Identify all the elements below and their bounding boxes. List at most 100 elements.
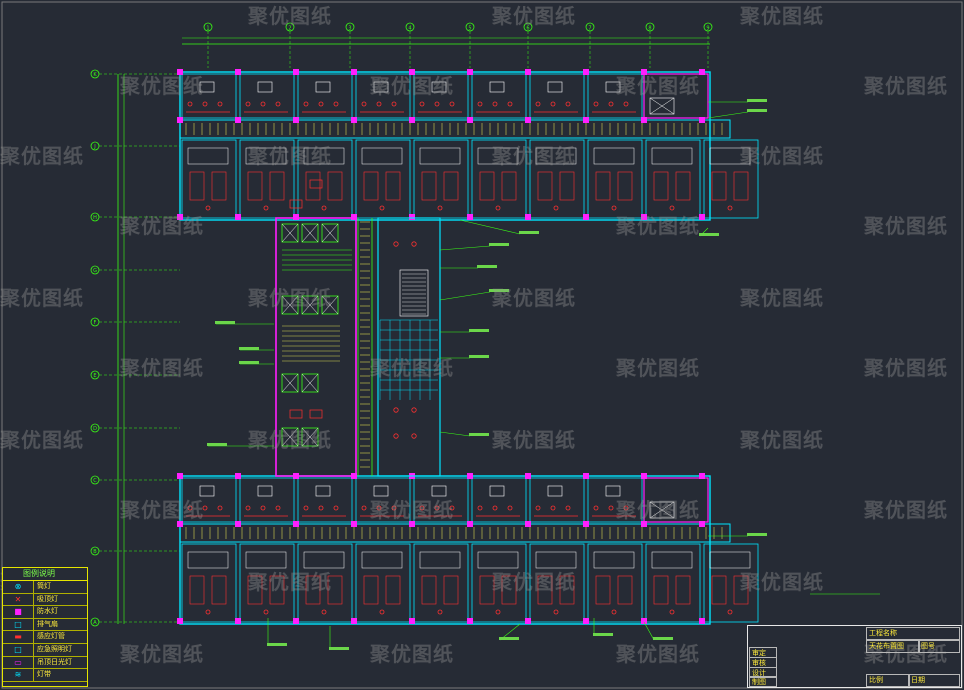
structural-column <box>351 521 357 527</box>
light-panel <box>289 199 303 209</box>
downlight-icon <box>550 101 556 107</box>
legend-rows: ⊗筒灯✕吸顶灯■防水灯□排气扇▬感应灯管□应急照明灯▭吊顶日光灯≋灯带 <box>3 581 87 682</box>
structural-column <box>699 473 705 479</box>
bed-light-panel <box>421 171 437 201</box>
annotation-text-mark <box>747 99 767 102</box>
light-panel <box>309 179 323 189</box>
legend-item: ▬感应灯管 <box>3 631 87 644</box>
column-grid-label: 8 <box>648 26 651 32</box>
elevator-cross <box>301 295 319 315</box>
downlight-icon <box>187 505 193 511</box>
ward-room <box>703 139 759 219</box>
legend-item: ⊗筒灯 <box>3 581 87 594</box>
ward-room <box>413 139 469 219</box>
legend-item: □排气扇 <box>3 618 87 632</box>
bed-light-panel <box>189 171 205 201</box>
ward-room <box>529 477 585 523</box>
bathroom-block <box>535 551 577 569</box>
structural-column <box>583 69 589 75</box>
row-grid-label: B <box>93 549 97 555</box>
elevator-cab <box>301 295 319 315</box>
elevator-cab <box>321 223 339 243</box>
legend-symbol-icon: ▭ <box>3 656 34 669</box>
ward-room <box>297 543 353 623</box>
bathroom-block <box>361 147 403 165</box>
bed-light-panel <box>617 171 633 201</box>
downlight-icon <box>727 609 733 615</box>
corridor <box>179 523 731 543</box>
ward-room <box>529 543 585 623</box>
annotation-leader <box>643 621 655 641</box>
bed-light-panel <box>211 575 227 605</box>
bed-light-panel <box>733 575 749 605</box>
downlight-icon <box>611 609 617 615</box>
downlight-icon <box>361 505 367 511</box>
bathroom-block <box>489 81 505 93</box>
downlight-icon <box>275 101 281 107</box>
structural-column <box>583 117 589 123</box>
legend-item: ≋灯带 <box>3 669 87 682</box>
downlight-icon <box>593 505 599 511</box>
annotation-text-mark <box>477 265 497 268</box>
row-grid-label: C <box>93 478 97 484</box>
bathroom-block <box>303 551 345 569</box>
ward-room <box>471 139 527 219</box>
structural-column <box>641 473 647 479</box>
structural-column <box>641 214 647 220</box>
downlight-icon <box>318 505 324 511</box>
downlight-icon <box>275 505 281 511</box>
annotation-text-mark <box>469 355 489 358</box>
bed-light-panel <box>247 575 263 605</box>
bed-light-panel <box>479 575 495 605</box>
elevator-cross <box>649 501 675 519</box>
bed-light-panel <box>501 171 517 201</box>
structural-column <box>409 521 415 527</box>
bed-light-panel <box>269 171 285 201</box>
bathroom-block <box>245 147 287 165</box>
structural-column <box>467 214 473 220</box>
structural-column <box>409 618 415 624</box>
annotation-text-mark <box>239 347 259 350</box>
bathroom-block <box>547 81 563 93</box>
structural-column <box>409 214 415 220</box>
structural-column <box>235 69 241 75</box>
downlight-icon <box>535 101 541 107</box>
downlight-icon <box>419 101 425 107</box>
downlight-icon <box>437 609 443 615</box>
structural-column <box>235 473 241 479</box>
ward-room <box>297 477 353 523</box>
column-grid-label: 7 <box>588 26 591 32</box>
downlight-icon <box>393 433 399 439</box>
structural-column <box>351 618 357 624</box>
elevator-cab <box>281 295 299 315</box>
bed-light-panel <box>189 575 205 605</box>
downlight-icon <box>361 101 367 107</box>
downlight-icon <box>434 101 440 107</box>
bathroom-block <box>651 551 693 569</box>
structural-column <box>699 117 705 123</box>
row-grid-label: A <box>93 620 97 626</box>
bathroom-block <box>187 551 229 569</box>
title-block-date: 日期 <box>908 674 960 687</box>
ward-room <box>181 477 237 523</box>
bathroom-block <box>315 485 331 497</box>
title-block-scale: 比例 <box>866 674 910 687</box>
downlight-icon <box>507 101 513 107</box>
elevator-cross <box>301 427 319 447</box>
ward-room <box>587 543 643 623</box>
bed-light-panel <box>675 171 691 201</box>
structural-column <box>525 473 531 479</box>
title-block-project: 工程名称 <box>866 627 960 640</box>
ward-room <box>181 139 237 219</box>
elevator-cross <box>281 427 299 447</box>
downlight-icon <box>495 205 501 211</box>
bed-light-panel <box>385 171 401 201</box>
elevator-cab <box>281 223 299 243</box>
structural-column <box>351 214 357 220</box>
downlight-icon <box>260 101 266 107</box>
annotation-text-mark <box>207 443 227 446</box>
structural-column <box>351 69 357 75</box>
bed-light-panel <box>595 171 611 201</box>
legend-item: ▭吊顶日光灯 <box>3 656 87 670</box>
bathroom-block <box>419 147 461 165</box>
